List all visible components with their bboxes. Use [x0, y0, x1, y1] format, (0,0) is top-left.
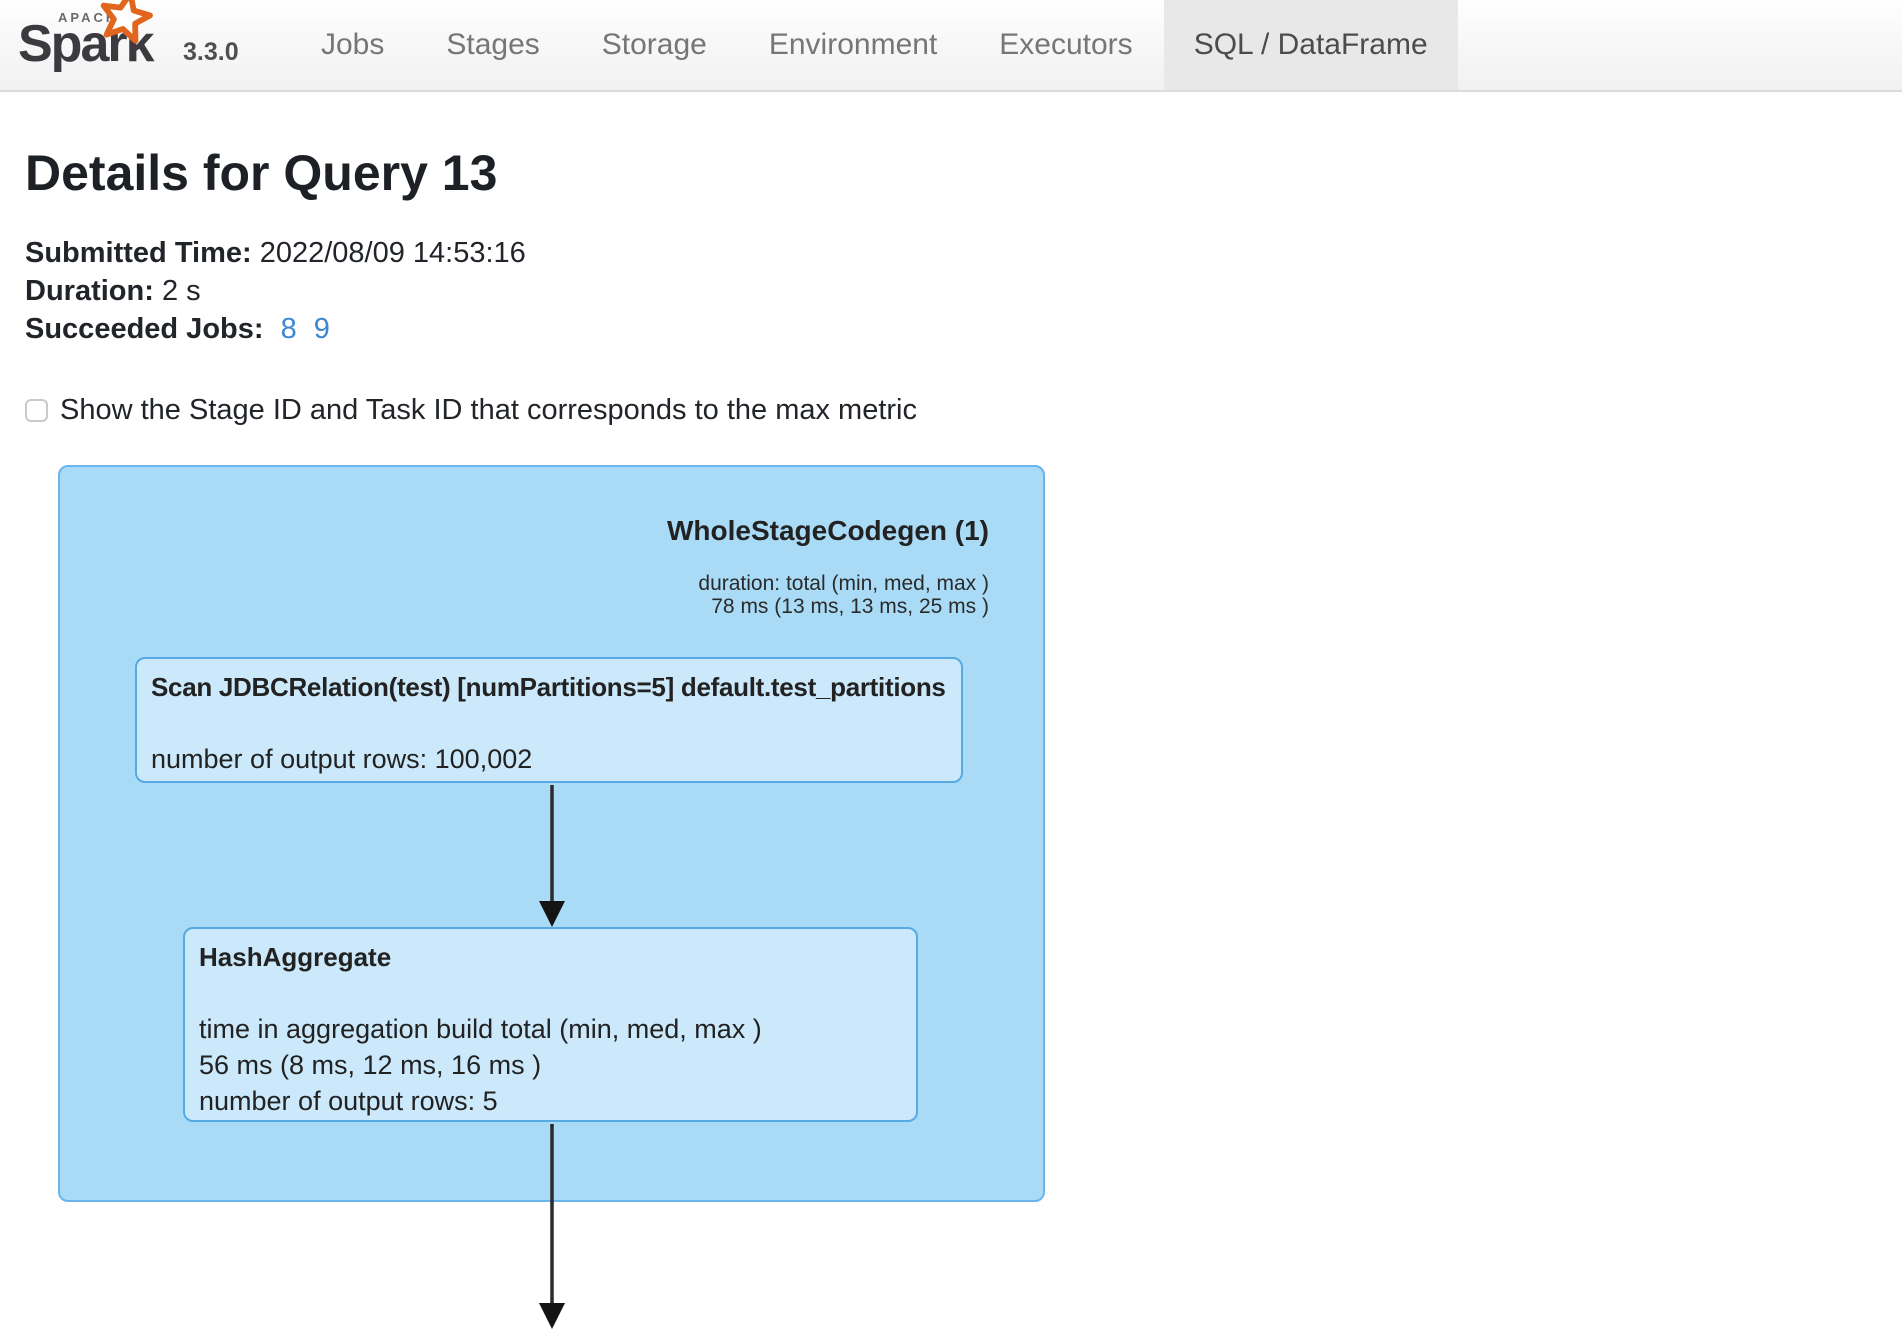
- nav-item-executors[interactable]: Executors: [999, 28, 1133, 61]
- nav-item-environment[interactable]: Environment: [768, 28, 938, 61]
- succeeded-job-link-9[interactable]: 9: [313, 313, 330, 345]
- node-metrics-spacer: [199, 975, 902, 1011]
- node-title: HashAggregate: [199, 942, 392, 972]
- max-metric-checkbox-row: Show the Stage ID and Task ID that corre…: [25, 394, 1902, 426]
- plan-visualization: WholeStageCodegen (1) duration: total (m…: [0, 465, 1902, 1332]
- nav-item-storage[interactable]: Storage: [601, 28, 707, 61]
- query-meta: Submitted Time: 2022/08/09 14:53:16 Dura…: [25, 234, 1902, 348]
- cluster-metric-line: 78 ms (13 ms, 13 ms, 25 ms ): [711, 595, 989, 618]
- nav-items: Jobs Stages Storage Environment Executor…: [290, 0, 1164, 90]
- query-details-content: Details for Query 13 Submitted Time: 202…: [0, 144, 1902, 426]
- spark-star-icon: [96, 0, 154, 53]
- spark-version-label: 3.3.0: [183, 38, 239, 66]
- spark-logo[interactable]: APACHE Spark 3.3.0: [0, 0, 290, 92]
- page-title: Details for Query 13: [25, 145, 498, 201]
- cluster-title: WholeStageCodegen (1): [666, 515, 989, 546]
- node-metric-line: number of output rows: 5: [199, 1086, 498, 1116]
- duration-row: Duration: 2 s: [25, 272, 1902, 310]
- node-metrics: number of output rows: 100,002: [151, 705, 947, 777]
- nav-item-stages[interactable]: Stages: [446, 28, 540, 61]
- succeeded-job-link-8[interactable]: 8: [280, 313, 297, 345]
- node-metrics: time in aggregation build total (min, me…: [199, 975, 902, 1119]
- node-scan-jdbcrelation: Scan JDBCRelation(test) [numPartitions=5…: [135, 657, 963, 783]
- duration-value: 2 s: [161, 275, 201, 307]
- cluster-metrics: duration: total (min, med, max ) 78 ms (…: [667, 572, 989, 618]
- nav-item-jobs[interactable]: Jobs: [321, 28, 385, 61]
- nav-tab-sql-dataframe[interactable]: SQL / DataFrame: [1163, 0, 1458, 90]
- cluster-label: WholeStageCodegen (1) duration: total (m…: [667, 515, 989, 618]
- duration-label: Duration:: [25, 275, 154, 307]
- node-metric-line: 56 ms (8 ms, 12 ms, 16 ms ): [199, 1050, 542, 1080]
- max-metric-checkbox-label: Show the Stage ID and Task ID that corre…: [60, 394, 918, 426]
- arrowhead-icon: [539, 1303, 565, 1329]
- node-hashaggregate: HashAggregate time in aggregation build …: [183, 927, 918, 1122]
- top-navbar: APACHE Spark 3.3.0 Jobs Stages Storage E…: [0, 0, 1902, 92]
- submitted-time-row: Submitted Time: 2022/08/09 14:53:16: [25, 234, 1902, 272]
- succeeded-jobs-row: Succeeded Jobs: 8 9: [25, 310, 1902, 348]
- submitted-time-value: 2022/08/09 14:53:16: [259, 237, 526, 269]
- cluster-metric-line: duration: total (min, med, max ): [698, 572, 989, 595]
- succeeded-jobs-label: Succeeded Jobs:: [25, 313, 264, 345]
- max-metric-checkbox[interactable]: [25, 398, 48, 422]
- node-title: Scan JDBCRelation(test) [numPartitions=5…: [151, 672, 946, 702]
- node-metrics-spacer: [151, 705, 947, 741]
- node-metric-line: time in aggregation build total (min, me…: [199, 1014, 762, 1044]
- node-metric-line: number of output rows: 100,002: [151, 744, 533, 774]
- submitted-time-label: Submitted Time:: [25, 237, 252, 269]
